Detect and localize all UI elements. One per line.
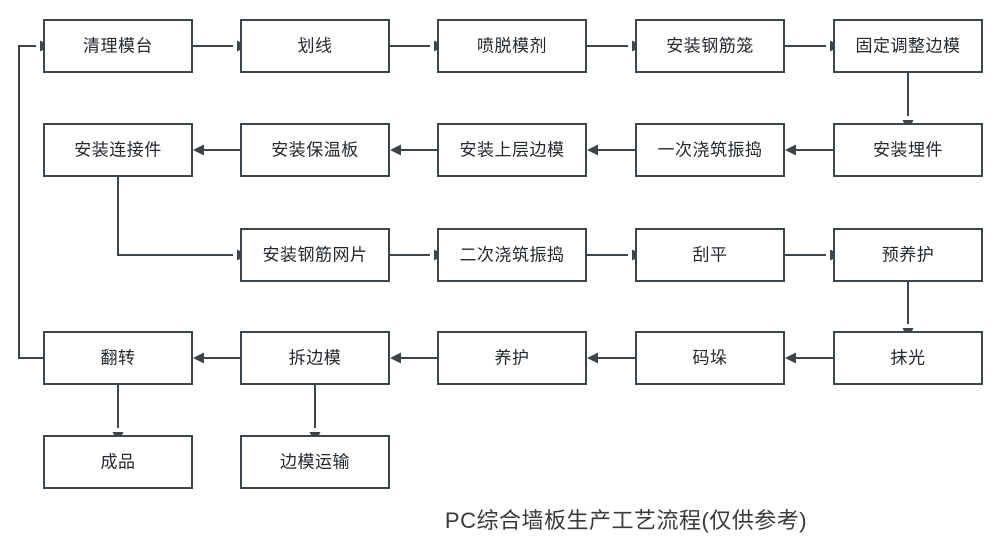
flow-node-label: 安装埋件 (873, 140, 943, 159)
flow-node-label: 安装钢筋网片 (263, 245, 368, 264)
flow-node-box[interactable] (833, 331, 983, 385)
flow-node-label: 刮平 (693, 245, 728, 264)
flow-node-box[interactable] (437, 123, 587, 177)
flow-node-label: 拆边模 (289, 348, 342, 367)
flow-node-label: 清理模台 (83, 36, 153, 55)
flow-node-label: 二次浇筑振捣 (460, 245, 565, 264)
flow-node-box[interactable] (635, 331, 785, 385)
flow-node[interactable]: 安装钢筋笼 (635, 19, 785, 73)
flow-node-box[interactable] (240, 123, 390, 177)
flow-node[interactable]: 刮平 (635, 228, 785, 282)
flow-node-box[interactable] (635, 19, 785, 73)
flow-node[interactable]: 固定调整边模 (833, 19, 983, 73)
flow-node-label: 码垛 (693, 348, 728, 367)
flow-node-box[interactable] (635, 123, 785, 177)
flow-node[interactable]: 安装钢筋网片 (240, 228, 390, 282)
flow-node[interactable]: 清理模台 (43, 19, 193, 73)
flow-node[interactable]: 二次浇筑振捣 (437, 228, 587, 282)
arrowhead-icon (785, 352, 796, 364)
flow-node-box[interactable] (240, 228, 390, 282)
flow-node-label: 养护 (495, 348, 530, 367)
arrowhead-icon (785, 144, 796, 156)
arrowhead-icon (390, 144, 401, 156)
flow-node[interactable]: 拆边模 (240, 331, 390, 385)
flow-node[interactable]: 划线 (240, 19, 390, 73)
flow-node[interactable]: 安装埋件 (833, 123, 983, 177)
flow-node[interactable]: 边模运输 (240, 435, 390, 489)
flow-node[interactable]: 成品 (43, 435, 193, 489)
flow-edge (117, 176, 233, 256)
flow-node-label: 安装保温板 (271, 140, 359, 159)
flow-node-box[interactable] (43, 435, 193, 489)
arrowhead-icon (390, 352, 401, 364)
flow-node[interactable]: 安装连接件 (43, 123, 193, 177)
flow-node-label: 一次浇筑振捣 (658, 140, 763, 159)
flow-node-box[interactable] (833, 228, 983, 282)
flow-node[interactable]: 养护 (437, 331, 587, 385)
flow-node-box[interactable] (635, 228, 785, 282)
flow-node-box[interactable] (437, 331, 587, 385)
edges-layer (18, 45, 909, 428)
flow-node-box[interactable] (240, 331, 390, 385)
flow-node-label: 成品 (101, 452, 136, 471)
flow-node-box[interactable] (43, 331, 193, 385)
arrowhead-icon (193, 144, 204, 156)
flow-node-label: 固定调整边模 (856, 36, 961, 55)
arrowhead-icon (587, 352, 598, 364)
flow-node-label: 边模运输 (280, 452, 350, 471)
flow-node-box[interactable] (240, 19, 390, 73)
flow-node-box[interactable] (43, 123, 193, 177)
flow-node-box[interactable] (833, 123, 983, 177)
arrowhead-icon (193, 352, 204, 364)
flow-node-label: 抹光 (891, 348, 926, 367)
flow-node-box[interactable] (833, 19, 983, 73)
flow-node[interactable]: 喷脱模剂 (437, 19, 587, 73)
flow-node-box[interactable] (437, 19, 587, 73)
flow-node-label: 安装连接件 (74, 140, 162, 159)
flow-node[interactable]: 一次浇筑振捣 (635, 123, 785, 177)
diagram-caption: PC综合墙板生产工艺流程(仅供参考) (445, 508, 807, 533)
flow-node[interactable]: 安装上层边模 (437, 123, 587, 177)
flow-node-label: 安装钢筋笼 (666, 36, 754, 55)
flow-node-label: 翻转 (101, 348, 136, 367)
flow-node-label: 安装上层边模 (460, 140, 565, 159)
flow-node-box[interactable] (43, 19, 193, 73)
flow-node-label: 喷脱模剂 (477, 36, 547, 55)
arrowhead-icon (587, 144, 598, 156)
flow-node[interactable]: 抹光 (833, 331, 983, 385)
flow-node[interactable]: 安装保温板 (240, 123, 390, 177)
flow-edge (18, 45, 44, 359)
flow-node-box[interactable] (240, 435, 390, 489)
flow-node[interactable]: 码垛 (635, 331, 785, 385)
flow-node[interactable]: 翻转 (43, 331, 193, 385)
flow-node-label: 预养护 (882, 245, 935, 264)
flow-node-label: 划线 (298, 36, 333, 55)
flow-node-box[interactable] (437, 228, 587, 282)
flow-node[interactable]: 预养护 (833, 228, 983, 282)
